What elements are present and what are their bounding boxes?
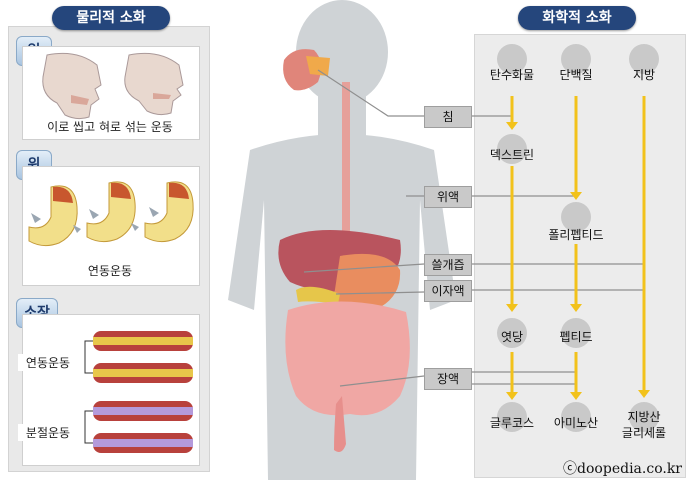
segmentation-label: 분절운동 [18,424,78,441]
fatty-acid-label: 지방산 [627,410,661,424]
body-illustration [228,0,456,480]
head-profile-2 [124,52,184,116]
conversion-arrows [510,96,646,392]
salivary-gland [306,56,330,76]
stomach-shape-2 [86,181,136,243]
fatty-acid-glycerol-molecule-icon [629,402,659,432]
small-intestine-organ [285,301,410,416]
segmentation-intestine-strips [93,401,193,453]
peptide-label: 펩티드 [559,330,593,344]
bile-leader [303,263,425,273]
secretion-leader-lines [303,69,644,387]
pancreatic-juice-label: 이자액 [424,280,472,302]
peristalsis-stomachs-illustration [28,181,194,247]
maltose-molecule-icon [497,318,527,348]
polypeptide-molecule-icon [561,202,591,232]
head-profile-1 [42,52,102,120]
squeeze-arrows [31,207,159,233]
mouth-caption: 이로 씹고 혀로 섞는 운동 [47,120,173,134]
rectum [334,396,346,452]
bile-label: 쓸개즙 [424,254,472,276]
carbohydrate-molecule-icon [497,44,527,74]
amino-acid-molecule-icon [561,402,591,432]
intestinal-juice-label: 장액 [424,368,472,390]
chemical-digestion-header: 화학적 소화 [518,6,636,30]
digestive-organs [278,49,410,452]
peristalsis-label: 연동운동 [18,354,78,371]
fat-molecule-icon [629,44,659,74]
stomach-illustration-box [22,166,200,286]
protein-label: 단백질 [559,68,593,82]
physical-digestion-header: 물리적 소화 [52,6,170,30]
pancreatic-leader [335,291,425,295]
maltose-label: 엿당 [500,330,524,344]
peptide-molecule-icon [561,318,591,348]
stomach-caption: 연동운동 [87,264,133,278]
intestinal-leader [339,375,425,387]
stomach-shape-1 [28,185,78,247]
copyright-notice: ⓒdoopedia.co.kr [563,461,682,477]
saliva-label: 침 [424,106,472,128]
saliva-leader [317,69,424,117]
label-brackets [84,340,93,444]
mouth-illustration-box [22,46,200,140]
glucose-molecule-icon [497,402,527,432]
gastric-juice-label: 위액 [424,186,472,208]
glucose-label: 글루코스 [489,416,535,430]
chewing-heads-illustration [42,52,184,120]
dextrin-label: 덱스트린 [489,148,535,162]
intestine-movement-illustration [84,331,193,453]
esophagus [342,82,350,252]
glycerol-label: 글리세롤 [621,426,667,440]
protein-molecule-icon [561,44,591,74]
arrow-heads [506,122,650,400]
peristalsis-intestine-strips [93,331,193,383]
amino-acid-label: 아미노산 [553,416,599,430]
pancreas [296,286,340,304]
stomach-shape-3 [144,181,194,243]
carbohydrate-label: 탄수화물 [489,68,535,82]
polypeptide-label: 폴리펩티드 [548,228,604,242]
dextrin-molecule-icon [497,134,527,164]
fat-label: 지방 [632,68,656,82]
